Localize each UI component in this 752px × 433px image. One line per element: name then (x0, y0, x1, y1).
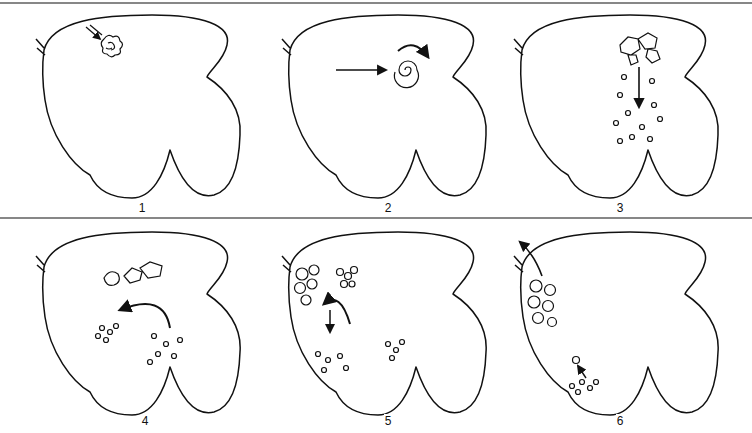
organ-outline (36, 232, 240, 415)
rule-line (0, 217, 752, 218)
organ-outline (282, 232, 486, 415)
panel-number: 3 (616, 201, 625, 215)
panel-number: 2 (384, 201, 393, 215)
rule-line (0, 2, 752, 3)
organ-outline (514, 232, 718, 415)
organ-outline (36, 15, 240, 198)
organ-outline (282, 15, 486, 198)
panel-number: 4 (141, 414, 150, 428)
panel-number: 5 (384, 414, 393, 428)
organ-outline (514, 15, 718, 198)
panel-number: 1 (138, 201, 147, 215)
panel-number: 6 (616, 414, 625, 428)
